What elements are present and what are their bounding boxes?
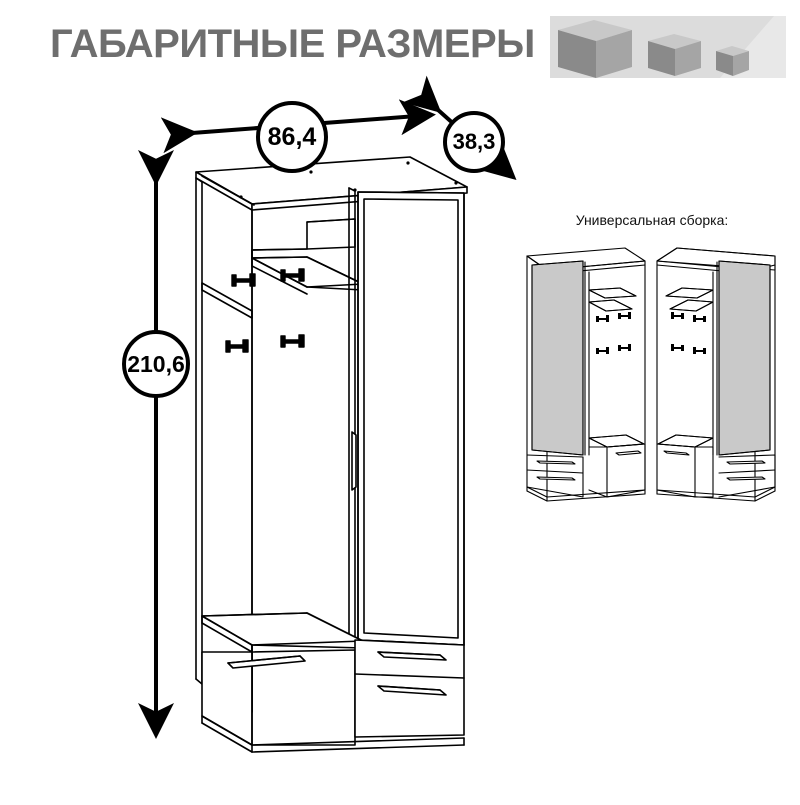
width-dimension-badge: 86,4	[256, 101, 328, 173]
drawers-right	[354, 639, 465, 738]
wardrobe-door	[351, 191, 465, 646]
coat-hooks	[225, 268, 305, 353]
base-plinth	[201, 715, 465, 753]
page-title: ГАБАРИТНЫЕ РАЗМЕРЫ	[50, 22, 535, 66]
hook	[280, 268, 305, 282]
header: ГАБАРИТНЫЕ РАЗМЕРЫ	[0, 0, 800, 95]
variant-door-left	[526, 247, 646, 502]
main-unit	[195, 156, 468, 753]
upper-shelf	[201, 218, 364, 319]
three-cubes-logo	[536, 8, 786, 86]
variant-door-right	[656, 247, 776, 502]
variants-caption: Универсальная сборка:	[575, 212, 729, 228]
depth-dimension-badge: 38,3	[443, 111, 505, 173]
height-dimension-badge: 210,6	[122, 330, 190, 398]
drawer-left-large	[201, 649, 356, 746]
hook	[225, 339, 249, 353]
hook	[280, 334, 305, 348]
hook	[231, 273, 256, 287]
bench-top	[201, 612, 364, 653]
center-divider	[348, 187, 356, 641]
